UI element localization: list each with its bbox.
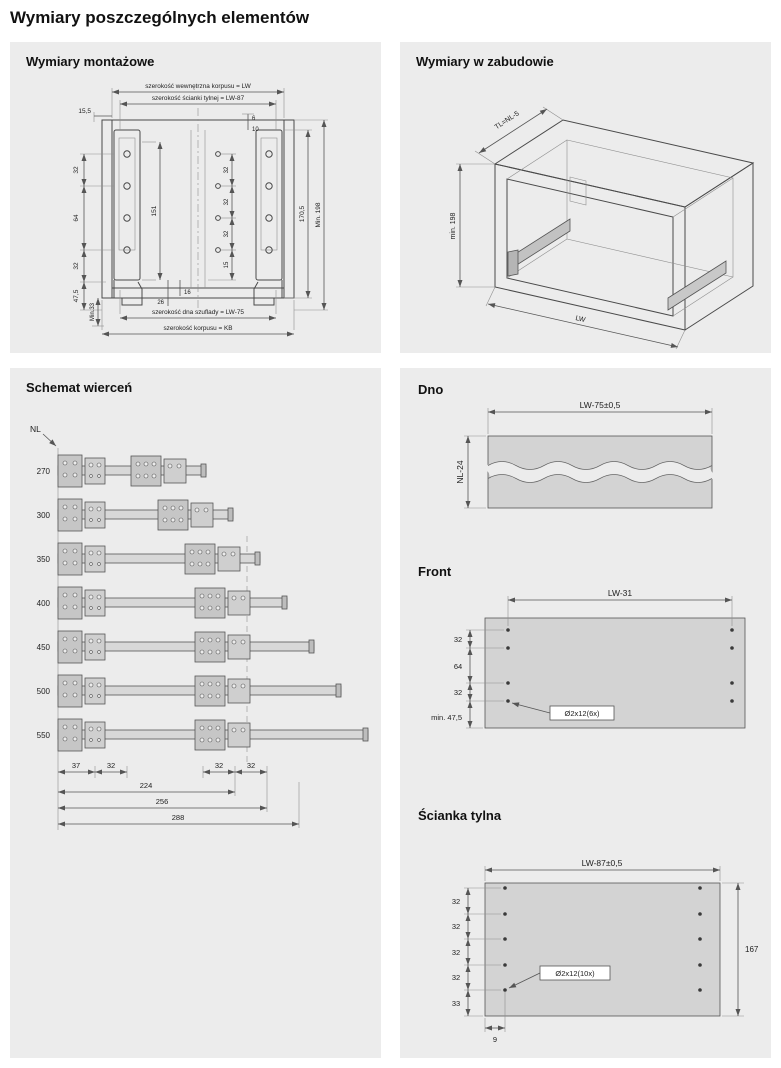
dim-sc-32d: 32	[452, 973, 460, 982]
montaz-drawing: szerokość wewnętrzna korpusu = LW szerok…	[73, 83, 328, 337]
panel-title-zabudowa: Wymiary w zabudowie	[416, 54, 554, 69]
dno-part	[484, 435, 716, 509]
dim-lw-iso: LW	[575, 315, 587, 324]
dim-front-32a: 32	[454, 635, 462, 644]
dim-sc-32a: 32	[452, 897, 460, 906]
dim-label-lw87: szerokość ścianki tylnej = LW-87	[152, 95, 245, 102]
drill-row-270: 270	[37, 454, 207, 488]
dim-9: 9	[493, 1035, 497, 1044]
dim-256: 256	[156, 797, 169, 806]
panel-elementy: LW-75±0,5 NL-24 LW-31	[400, 368, 771, 1058]
panel-schemat-wiercen: NL 270 300 350	[10, 368, 381, 1058]
row-label: 270	[37, 467, 51, 476]
dim-167: 167	[745, 945, 759, 954]
left-slide	[113, 129, 143, 306]
row-label: 500	[37, 687, 51, 696]
dim-32-a: 32	[107, 761, 115, 770]
panel-wymiary-montazowe: szerokość wewnętrzna korpusu = LW szerok…	[10, 42, 381, 353]
schemat-drawing: NL 270 300 350	[30, 424, 369, 830]
nl-axis-label: NL	[30, 424, 41, 434]
back-fixing-holes	[215, 151, 221, 253]
dim-sc-33: 33	[452, 999, 460, 1008]
nl-axis: NL	[30, 424, 59, 830]
cabinet-front-view	[101, 108, 295, 312]
drawer-slide-left	[507, 218, 571, 277]
dim-32-c: 32	[247, 761, 255, 770]
front-dimensions: LW-31 32 64 32 min. 47,5 Ø2x12(6x)	[431, 588, 733, 729]
dim-32-left-top: 32	[73, 166, 80, 174]
dim-64-left: 64	[73, 214, 80, 222]
drill-row-500: 500	[37, 674, 342, 708]
front-part	[484, 617, 746, 729]
scianka-part	[484, 882, 721, 1017]
montaz-dimensions: szerokość wewnętrzna korpusu = LW szerok…	[73, 83, 328, 337]
dim-32-mid-1: 32	[224, 166, 230, 173]
scianka-dimensions: LW-87±0,5 32 32 32 32 33 1	[452, 858, 759, 1044]
dim-min33: Min.33	[90, 302, 96, 321]
section-title-dno: Dno	[418, 382, 444, 397]
dim-label-lw75: szerokość dna szuflady = LW-75	[152, 309, 244, 316]
drawer-slide-right	[667, 260, 727, 311]
dim-26: 26	[157, 300, 164, 306]
row-label: 300	[37, 511, 51, 520]
dim-label-kb: szerokość korpusu = KB	[163, 325, 232, 332]
panel-wymiary-w-zabudowie: TL=NL-5 min. 198 LW Wymiary w zabudowie	[400, 42, 771, 353]
dim-lw31: LW-31	[608, 588, 633, 598]
drill-row-550: 550	[37, 718, 369, 752]
row-label: 450	[37, 643, 51, 652]
dim-min475: min. 47,5	[431, 713, 462, 722]
dno-dimensions: LW-75±0,5 NL-24	[455, 400, 713, 509]
dim-sc-32b: 32	[452, 922, 460, 931]
dim-sc-32c: 32	[452, 948, 460, 957]
dim-32-mid-3: 32	[224, 230, 230, 237]
zabudowa-drawing: TL=NL-5 min. 198 LW	[450, 106, 755, 350]
drill-row-300: 300	[37, 498, 234, 532]
dim-16: 16	[184, 290, 191, 296]
drill-row-450: 450	[37, 630, 315, 664]
schemat-dimensions: 37 32 32 32 224 256 288	[58, 761, 300, 828]
section-title-scianka: Ścianka tylna	[418, 808, 502, 823]
panel-title-schemat: Schemat wierceń	[26, 380, 133, 395]
row-label: 400	[37, 599, 51, 608]
dim-lw87: LW-87±0,5	[582, 858, 623, 868]
callout-front-holes: Ø2x12(6x)	[564, 709, 600, 718]
drill-row-350: 350	[37, 542, 261, 576]
dim-151: 151	[151, 205, 158, 216]
right-slide	[253, 129, 283, 306]
dim-front-32b: 32	[454, 688, 462, 697]
dim-6: 6	[252, 116, 256, 122]
dim-lw75: LW-75±0,5	[580, 400, 621, 410]
dim-min198: Min. 198	[315, 202, 322, 227]
dim-15-5: 15,5	[78, 108, 91, 115]
dim-32-mid-2: 32	[224, 198, 230, 205]
callout-scianka-holes: Ø2x12(10x)	[555, 969, 595, 978]
page-title: Wymiary poszczególnych elementów	[10, 8, 310, 27]
section-title-front: Front	[418, 564, 452, 579]
dim-224: 224	[140, 781, 153, 790]
dim-170-5: 170,5	[299, 205, 306, 222]
row-label: 350	[37, 555, 51, 564]
dim-nl24: NL-24	[455, 460, 465, 483]
dim-label-lw: szerokość wewnętrzna korpusu = LW	[145, 83, 252, 90]
elementy-drawing: LW-75±0,5 NL-24 LW-31	[431, 400, 759, 1044]
dim-47-5: 47,5	[73, 289, 80, 302]
dim-min198-iso: min. 198	[450, 212, 457, 239]
dim-37: 37	[72, 761, 80, 770]
panel-title-montaz: Wymiary montażowe	[26, 54, 155, 69]
drill-row-400: 400	[37, 586, 288, 620]
dim-32-left-bottom: 32	[73, 262, 80, 270]
dim-front-64: 64	[454, 662, 462, 671]
dim-288: 288	[172, 813, 185, 822]
dim-15: 15	[224, 261, 230, 268]
dim-tl-nl5: TL=NL-5	[494, 110, 521, 131]
dim-32-b: 32	[215, 761, 223, 770]
row-label: 550	[37, 731, 51, 740]
dim-10: 10	[252, 127, 259, 133]
cabinet-iso	[493, 119, 755, 331]
